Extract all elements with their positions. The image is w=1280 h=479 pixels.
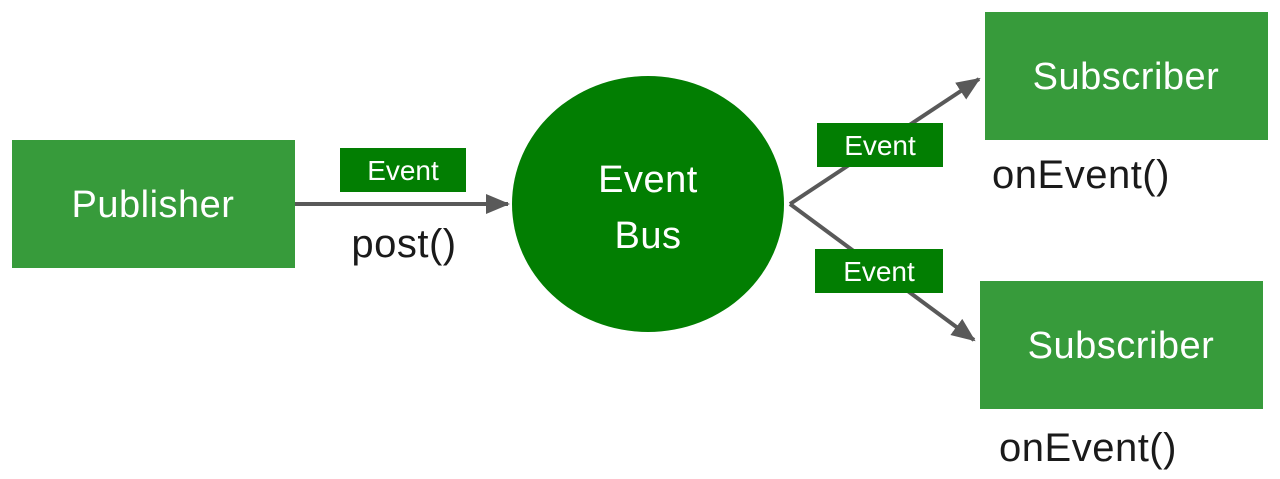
publisher-box bbox=[12, 140, 295, 268]
event-badge-subscribe-bottom-label: Event bbox=[843, 256, 915, 287]
event-bus-circle bbox=[512, 76, 784, 332]
event-badge-subscribe-top bbox=[817, 123, 943, 167]
event-bus-label-line1: Event bbox=[598, 159, 698, 201]
event-badge-subscribe-bottom bbox=[815, 249, 943, 293]
subscriber-top-method-label: onEvent() bbox=[992, 153, 1170, 197]
event-bus-label-line2: Bus bbox=[615, 215, 682, 257]
subscriber-bottom-label: Subscriber bbox=[1028, 325, 1215, 367]
event-badge-subscribe-top-label: Event bbox=[844, 130, 916, 161]
publisher-label: Publisher bbox=[72, 184, 235, 226]
subscriber-bottom-box bbox=[980, 281, 1263, 409]
post-method-label: post() bbox=[351, 222, 456, 266]
event-badge-post-label: Event bbox=[367, 155, 439, 186]
subscriber-top-box bbox=[985, 12, 1268, 140]
event-badge-post bbox=[340, 148, 466, 192]
subscriber-bottom-method-label: onEvent() bbox=[999, 426, 1177, 470]
subscriber-top-label: Subscriber bbox=[1033, 56, 1220, 98]
